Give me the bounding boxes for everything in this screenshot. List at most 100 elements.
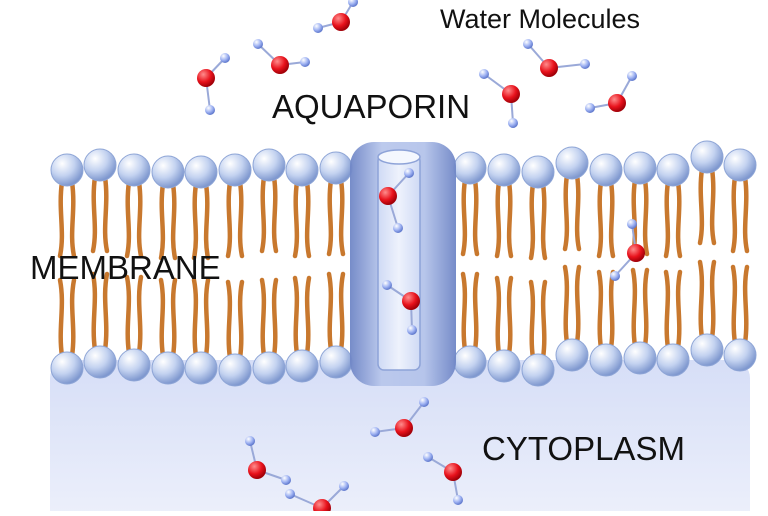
- lipid-tail: [675, 179, 683, 259]
- hydrogen-atom: [610, 271, 620, 281]
- water-molecule: [245, 436, 291, 485]
- lipid-head: [50, 153, 84, 187]
- lipid-pair: [50, 153, 84, 385]
- lipid-tail: [292, 179, 300, 259]
- lipid-head: [151, 155, 185, 189]
- lipid-tail: [170, 277, 178, 359]
- lipid-head: [690, 140, 724, 174]
- hydrogen-atom: [370, 427, 380, 437]
- lipid-tail: [742, 174, 750, 254]
- lipid-tail: [170, 181, 178, 261]
- aquaporin-label: AQUAPORIN: [272, 88, 471, 125]
- water-molecules-label: Water Molecules: [440, 4, 641, 34]
- hydrogen-atom: [205, 105, 215, 115]
- lipid-pair: [589, 153, 623, 377]
- lipid-head: [623, 151, 657, 185]
- oxygen-atom: [332, 13, 350, 31]
- lipid-tail: [675, 269, 683, 351]
- oxygen-atom: [502, 85, 520, 103]
- oxygen-atom: [197, 69, 215, 87]
- lipid-head: [555, 146, 589, 180]
- lipid-tail: [562, 264, 570, 346]
- lipid-pair: [453, 151, 487, 379]
- lipid-tail: [259, 277, 267, 359]
- lipid-tail: [90, 174, 98, 254]
- lipid-pair: [521, 155, 555, 387]
- lipid-head: [319, 345, 353, 379]
- hydrogen-atom: [220, 53, 230, 63]
- lipid-head: [184, 155, 218, 189]
- lipid-head: [184, 351, 218, 385]
- water-molecule: [610, 219, 645, 281]
- lipid-tail: [326, 271, 334, 353]
- lipid-pair: [319, 151, 353, 379]
- lipid-pair: [623, 151, 657, 375]
- oxygen-atom: [395, 419, 413, 437]
- lipid-tail: [540, 279, 548, 361]
- lipid-head: [83, 345, 117, 379]
- lipid-head: [83, 148, 117, 182]
- lipid-head: [218, 153, 252, 187]
- cytoplasm-region: [50, 360, 750, 516]
- water-molecule: [379, 168, 414, 233]
- lipid-tail: [540, 181, 548, 261]
- lipid-pair: [218, 153, 252, 387]
- lipid-tail: [69, 179, 77, 259]
- lipid-tail: [528, 181, 536, 261]
- lipid-tail: [124, 179, 132, 259]
- lipid-tail: [237, 179, 245, 259]
- hydrogen-atom: [627, 219, 637, 229]
- lipid-head: [521, 353, 555, 387]
- lipid-tail: [562, 172, 570, 252]
- lipid-pair: [723, 148, 757, 372]
- lipid-pair: [555, 146, 589, 372]
- water-molecule: [479, 69, 520, 128]
- oxygen-atom: [248, 461, 266, 479]
- lipid-head: [589, 153, 623, 187]
- lipid-head: [723, 338, 757, 372]
- lipid-head: [252, 351, 286, 385]
- lipid-tail: [237, 279, 245, 361]
- membrane-label: MEMBRANE: [30, 249, 221, 286]
- lipid-tail: [709, 259, 717, 341]
- lipid-tail: [663, 179, 671, 259]
- lipid-tail: [271, 277, 279, 359]
- lipid-tail: [271, 174, 279, 254]
- lipid-tail: [69, 277, 77, 359]
- lipid-tail: [574, 264, 582, 346]
- hydrogen-atom: [382, 280, 392, 290]
- water-molecule: [523, 39, 590, 77]
- lipid-tail: [697, 259, 705, 341]
- hydrogen-atom: [627, 71, 637, 81]
- hydrogen-atom: [245, 436, 255, 446]
- water-molecule: [382, 280, 420, 335]
- lipid-tail: [472, 177, 480, 257]
- lipid-head: [487, 349, 521, 383]
- lipid-pair: [285, 153, 319, 383]
- lipid-head: [218, 353, 252, 387]
- lipid-tail: [472, 271, 480, 353]
- hydrogen-atom: [419, 397, 429, 407]
- oxygen-atom: [608, 94, 626, 112]
- water-molecule: [197, 53, 230, 115]
- lipid-tail: [203, 277, 211, 359]
- lipid-tail: [338, 177, 346, 257]
- hydrogen-atom: [523, 39, 533, 49]
- lipid-tail: [730, 264, 738, 346]
- lipid-tail: [596, 269, 604, 351]
- lipid-head: [723, 148, 757, 182]
- lipid-pair: [252, 148, 286, 385]
- lipid-tail: [742, 264, 750, 346]
- lipid-tail: [136, 274, 144, 356]
- lipid-head: [453, 151, 487, 185]
- lipid-tail: [57, 179, 65, 259]
- lipid-head: [50, 351, 84, 385]
- lipid-tail: [191, 277, 199, 359]
- water-molecule: [585, 71, 637, 113]
- hydrogen-atom: [585, 103, 595, 113]
- lipid-pair: [184, 155, 218, 385]
- hydrogen-atom: [407, 325, 417, 335]
- lipid-tail: [225, 179, 233, 259]
- lipid-tail: [642, 267, 650, 349]
- lipid-tail: [124, 274, 132, 356]
